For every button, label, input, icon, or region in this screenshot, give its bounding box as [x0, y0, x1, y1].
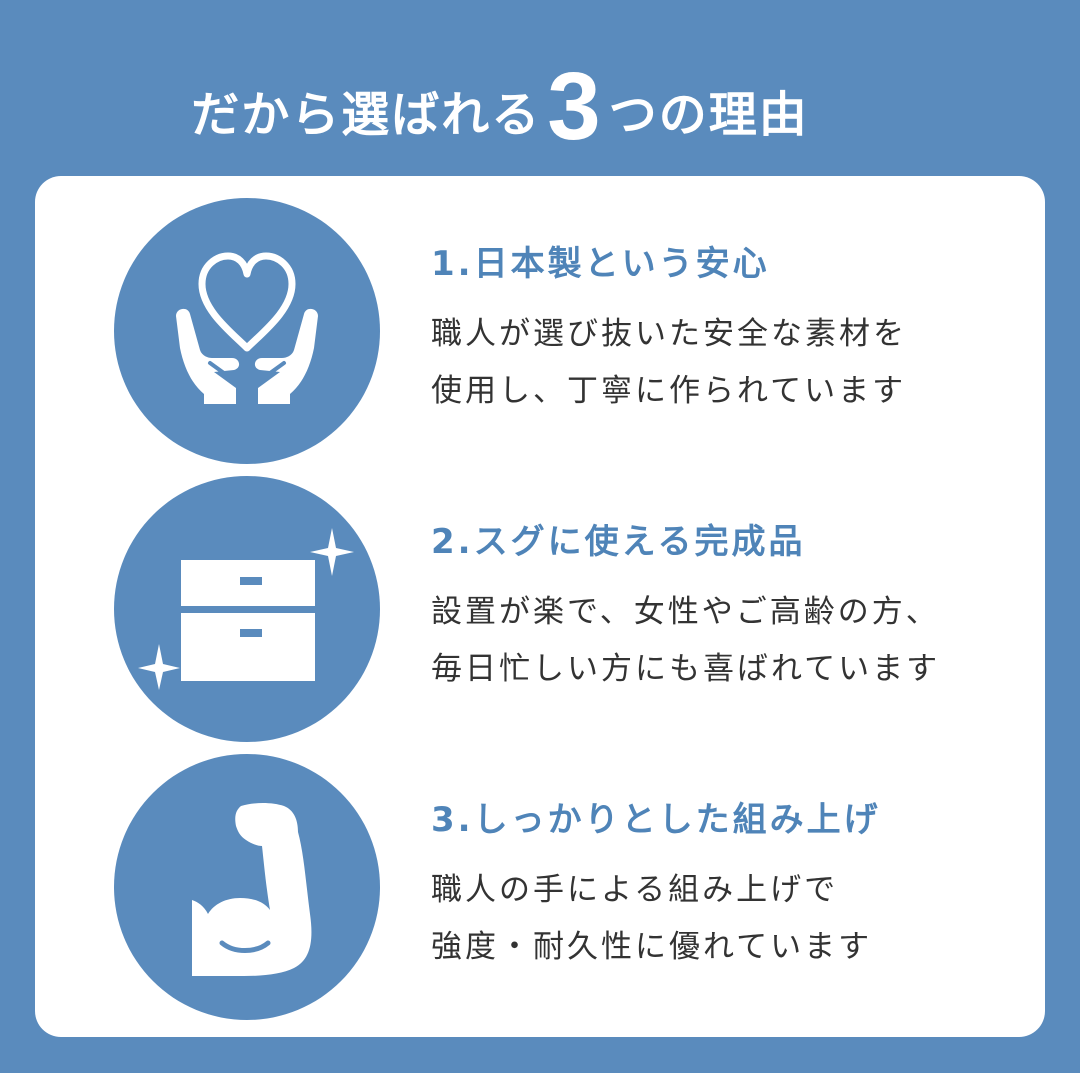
reason-item-2: 2.スグに使える完成品 設置が楽で、女性やご高齢の方、 毎日忙しい方にも喜ばれて… — [35, 454, 1045, 742]
reason-1-heading: 1.日本製という安心 — [431, 244, 770, 284]
reason-1-icon-circle — [114, 198, 380, 464]
reason-3-heading: 3.しっかりとした組み上げ — [431, 800, 881, 840]
reason-item-3: 3.しっかりとした組み上げ 職人の手による組み上げで 強度・耐久性に優れています — [35, 732, 1045, 1020]
title-prefix: だから選ばれる — [191, 87, 542, 143]
reason-2-text: 2.スグに使える完成品 設置が楽で、女性やご高齢の方、 毎日忙しい方にも喜ばれて… — [431, 520, 940, 698]
reason-3-body-line-2: 強度・耐久性に優れています — [431, 929, 873, 965]
reason-1-body-line-1: 職人が選び抜いた安全な素材を — [431, 316, 907, 352]
reason-1-body-line-2: 使用し、丁寧に作られています — [431, 373, 907, 409]
reason-2-heading: 2.スグに使える完成品 — [431, 522, 806, 562]
heart-in-hands-icon — [176, 252, 318, 404]
reason-2-body-line-1: 設置が楽で、女性やご高齢の方、 — [431, 594, 940, 630]
reason-3-body: 職人の手による組み上げで 強度・耐久性に優れています — [431, 862, 881, 976]
reasons-card: 1.日本製という安心 職人が選び抜いた安全な素材を 使用し、丁寧に作られています — [35, 176, 1045, 1037]
flexed-bicep-icon — [192, 803, 312, 976]
reason-item-1: 1.日本製という安心 職人が選び抜いた安全な素材を 使用し、丁寧に作られています — [35, 176, 1045, 464]
title-suffix: つの理由 — [608, 87, 809, 143]
reason-2-body-line-2: 毎日忙しい方にも喜ばれています — [431, 651, 941, 687]
reason-2-icon-circle — [114, 476, 380, 742]
reason-3-text: 3.しっかりとした組み上げ 職人の手による組み上げで 強度・耐久性に優れています — [431, 798, 881, 976]
reason-3-body-line-1: 職人の手による組み上げで — [431, 872, 839, 908]
reason-1-text: 1.日本製という安心 職人が選び抜いた安全な素材を 使用し、丁寧に作られています — [431, 242, 907, 420]
reason-2-body: 設置が楽で、女性やご高齢の方、 毎日忙しい方にも喜ばれています — [431, 584, 940, 698]
sparkling-drawer-cabinet-icon — [138, 528, 354, 690]
reason-3-icon-circle — [114, 754, 380, 1020]
title-number: 3 — [547, 53, 603, 160]
reason-1-body: 職人が選び抜いた安全な素材を 使用し、丁寧に作られています — [431, 306, 907, 420]
